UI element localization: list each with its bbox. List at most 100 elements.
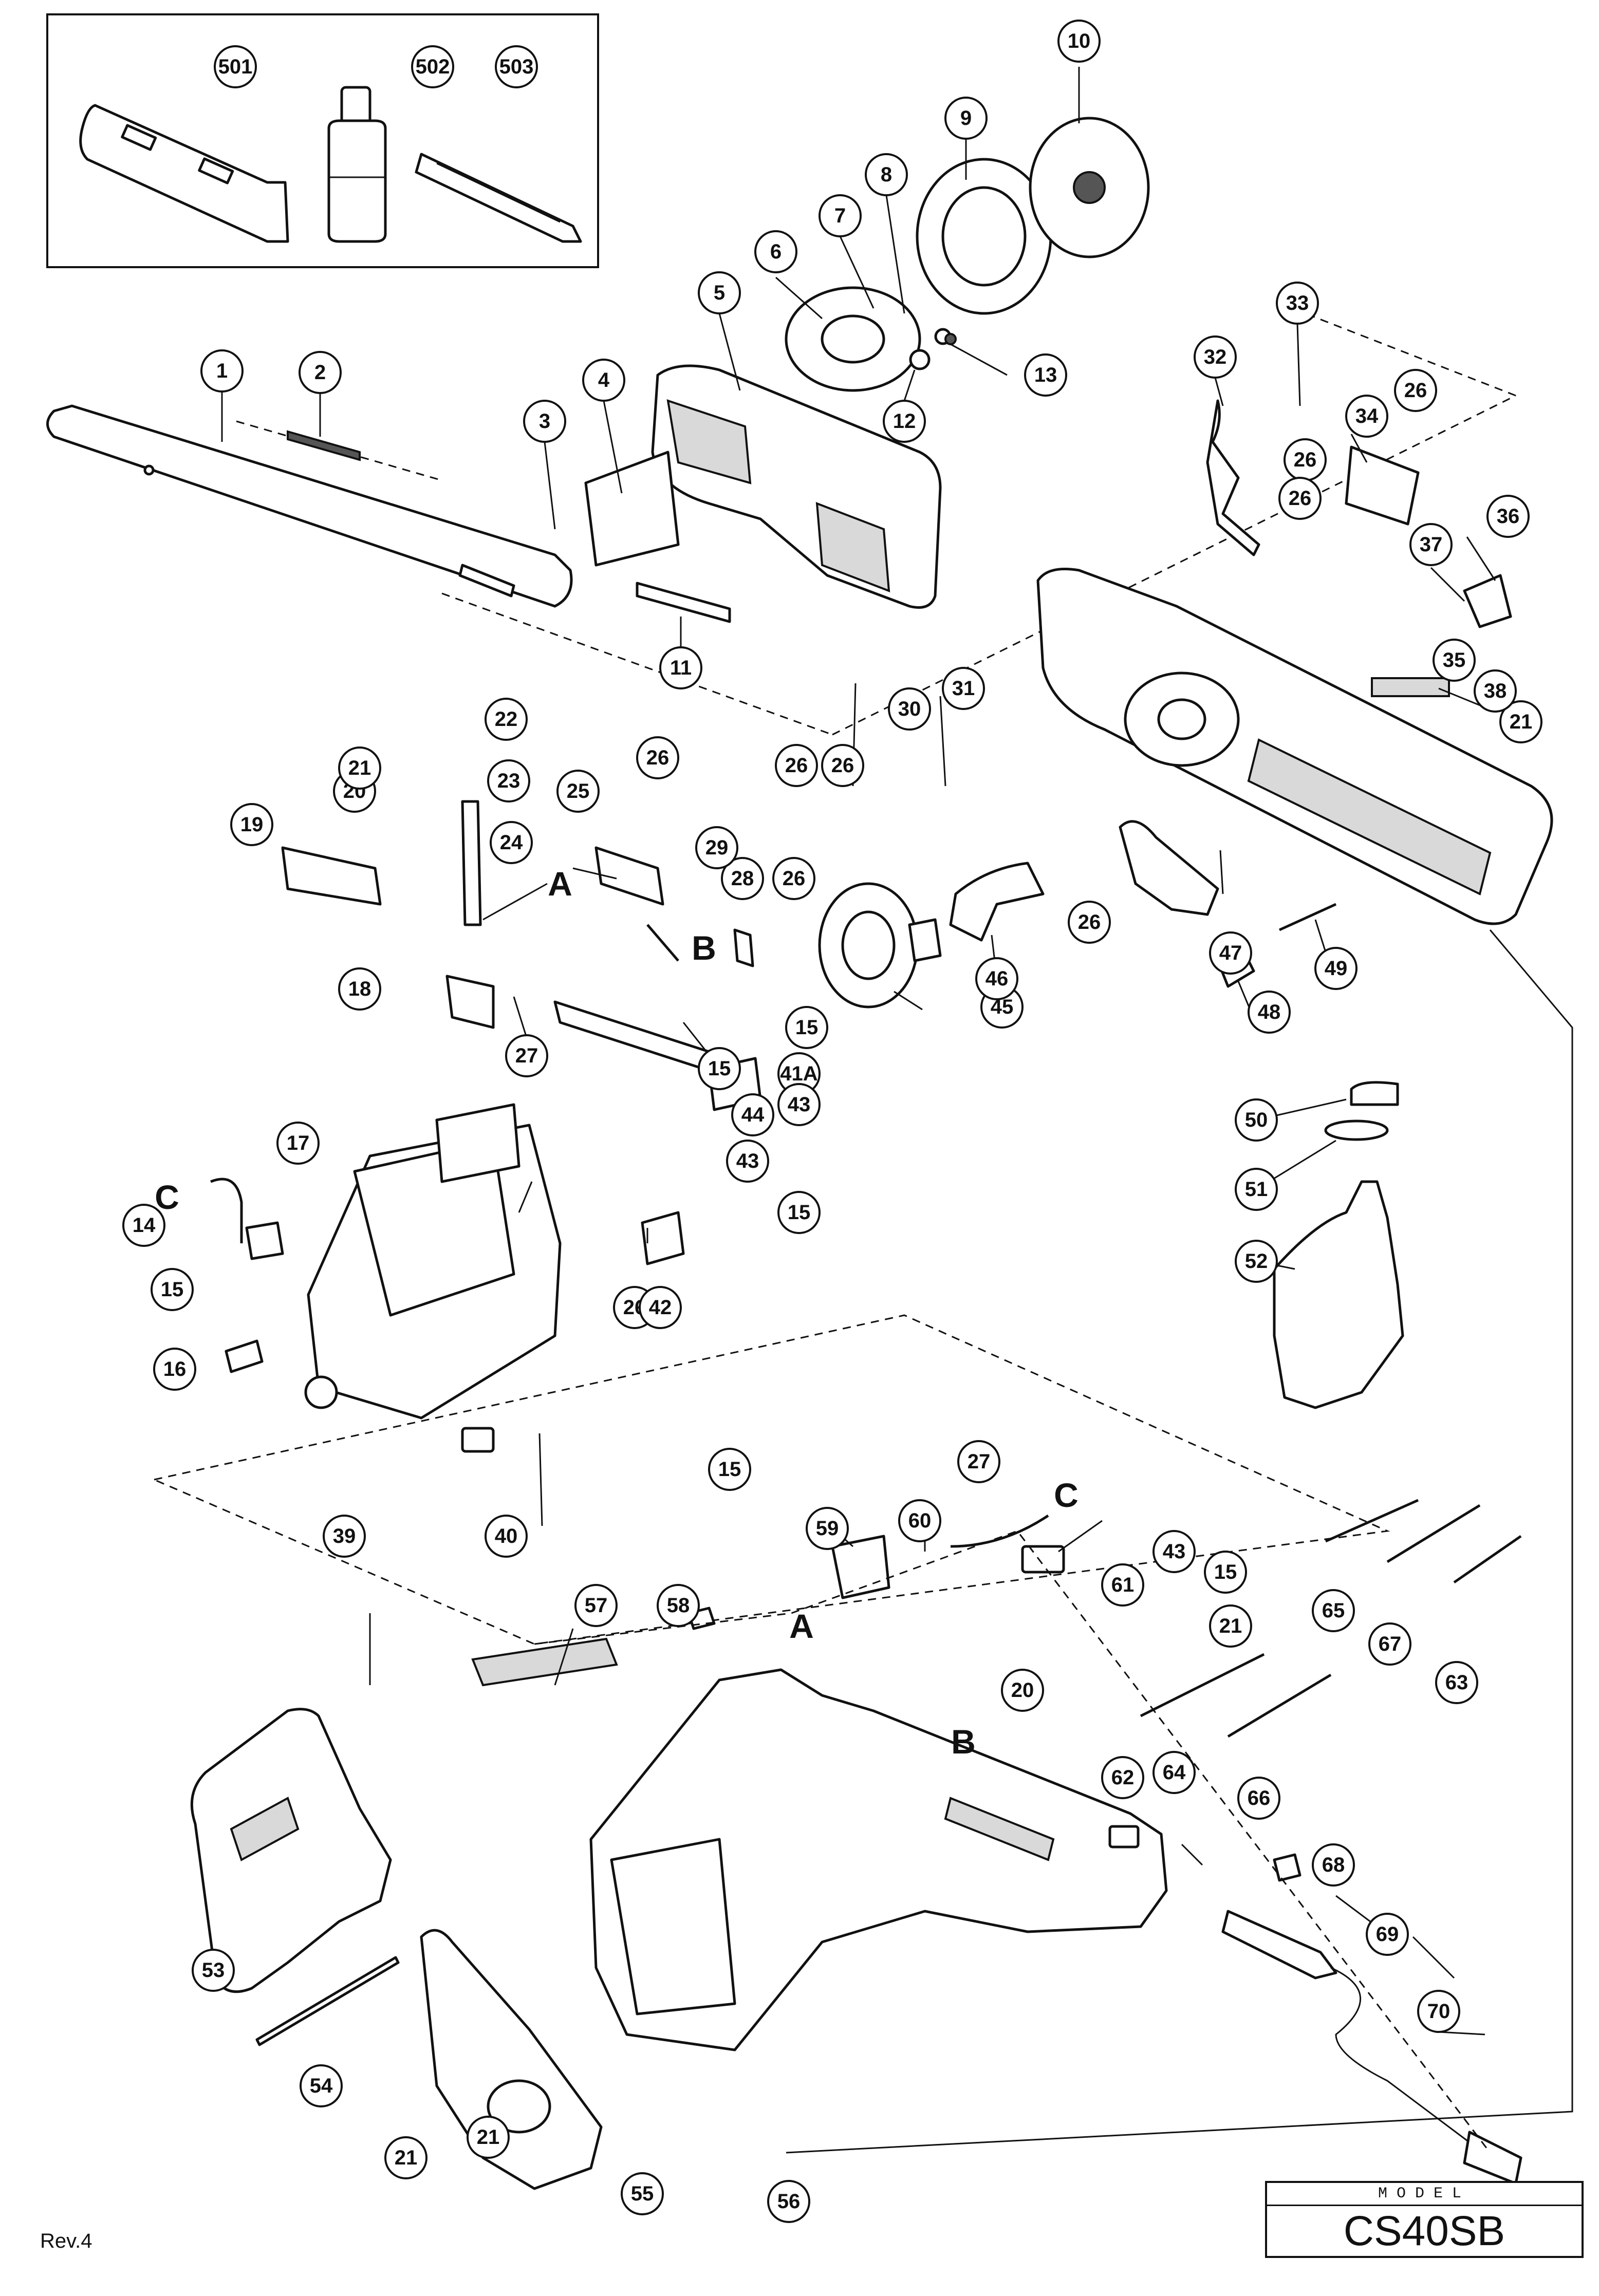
- part-callout-63: 63: [1435, 1661, 1478, 1704]
- part-callout-21: 21: [1209, 1604, 1252, 1648]
- cord-clamp: [1273, 1853, 1301, 1882]
- part-callout-8-label: 8: [881, 163, 892, 186]
- part-callout-6-label: 6: [770, 240, 782, 263]
- wire-64: [1140, 1653, 1265, 1718]
- part-callout-26-label: 26: [1294, 449, 1317, 471]
- part-callout-15: 15: [698, 1047, 741, 1090]
- part-callout-13-label: 13: [1034, 364, 1057, 386]
- part-callout-26: 26: [636, 736, 679, 779]
- part-callout-27: 27: [957, 1440, 1000, 1483]
- part-callout-65-label: 65: [1322, 1599, 1345, 1622]
- part-callout-53: 53: [192, 1949, 235, 1992]
- part-callout-13: 13: [1024, 353, 1067, 397]
- part-callout-21: 21: [338, 746, 381, 790]
- hose-c-lower: [950, 1514, 1049, 1548]
- part-callout-63-label: 63: [1445, 1671, 1468, 1694]
- part-callout-27: 27: [505, 1034, 548, 1077]
- part-callout-53-label: 53: [202, 1959, 225, 1982]
- part-callout-66-label: 66: [1248, 1787, 1271, 1809]
- part-callout-21-label: 21: [1219, 1615, 1242, 1637]
- part-callout-43-label: 43: [1163, 1540, 1186, 1563]
- part-callout-59: 59: [806, 1507, 849, 1550]
- part-callout-36: 36: [1486, 495, 1530, 538]
- model-number: CS40SB: [1343, 2208, 1505, 2254]
- wire-63: [1453, 1535, 1522, 1584]
- part-callout-9-label: 9: [960, 107, 972, 129]
- guide-bar: [46, 404, 573, 608]
- part-callout-26: 26: [1068, 901, 1111, 944]
- section-letter-a: A: [789, 1607, 814, 1645]
- part-callout-62-label: 62: [1111, 1766, 1135, 1789]
- armature: [818, 882, 942, 1009]
- part-callout-50: 50: [1235, 1098, 1278, 1142]
- part-callout-15: 15: [151, 1268, 194, 1311]
- rear-cover: [420, 1929, 603, 2190]
- part-callout-22-label: 22: [495, 708, 518, 731]
- part-callout-3: 3: [523, 400, 566, 443]
- housing-half: [1036, 568, 1553, 925]
- chain-tool-accessory: [415, 153, 582, 243]
- part-callout-5: 5: [698, 271, 741, 314]
- part-callout-51-label: 51: [1245, 1178, 1268, 1201]
- part-callout-17: 17: [276, 1122, 320, 1165]
- part-callout-32-label: 32: [1204, 346, 1227, 368]
- guide-bar-accessory: [79, 104, 289, 243]
- part-callout-26-label: 26: [1078, 911, 1101, 934]
- trigger-lock: [1119, 820, 1219, 916]
- part-callout-37-label: 37: [1420, 533, 1443, 556]
- fan-guide: [949, 862, 1045, 942]
- part-callout-65: 65: [1312, 1589, 1355, 1632]
- fitting-14: [245, 1221, 284, 1260]
- front-handle: [190, 1708, 392, 1993]
- part-callout-2-label: 2: [314, 361, 326, 384]
- part-callout-1: 1: [200, 349, 244, 393]
- wire-67: [1386, 1504, 1481, 1563]
- main-housing: [589, 1668, 1168, 2051]
- part-callout-21-label: 21: [395, 2146, 418, 2169]
- part-callout-56: 56: [767, 2180, 810, 2223]
- part-callout-23-label: 23: [497, 770, 520, 792]
- part-callout-46: 46: [975, 957, 1018, 1000]
- part-callout-31-label: 31: [952, 677, 975, 700]
- power-cord: [1221, 1910, 1522, 2185]
- part-callout-70-label: 70: [1427, 2000, 1451, 2023]
- part-callout-49-label: 49: [1325, 957, 1348, 980]
- lock-rod: [461, 800, 482, 926]
- part-callout-70: 70: [1417, 1990, 1460, 2033]
- part-callout-54: 54: [300, 2064, 343, 2107]
- accessory-callout-502: 502: [411, 45, 454, 88]
- part-callout-61: 61: [1101, 1563, 1144, 1607]
- part-callout-26: 26: [1278, 477, 1322, 520]
- part-callout-15-label: 15: [161, 1278, 184, 1301]
- part-callout-39-label: 39: [333, 1525, 356, 1547]
- part-callout-60-label: 60: [908, 1509, 932, 1532]
- part-callout-10: 10: [1057, 20, 1101, 63]
- part-callout-43: 43: [1152, 1530, 1196, 1573]
- tensioner-screw: [636, 582, 731, 623]
- part-callout-21: 21: [1499, 700, 1542, 743]
- accessory-callout-503: 503: [495, 45, 538, 88]
- oil-tank: [1273, 1081, 1404, 1409]
- part-callout-14: 14: [122, 1204, 165, 1247]
- part-callout-67-label: 67: [1379, 1633, 1402, 1655]
- part-callout-46-label: 46: [986, 967, 1009, 990]
- part-callout-15-label: 15: [708, 1057, 731, 1080]
- section-letter-a: A: [548, 865, 572, 903]
- part-callout-2: 2: [299, 351, 342, 394]
- part-callout-27-label: 27: [968, 1450, 991, 1473]
- part-callout-24: 24: [490, 821, 533, 864]
- part-callout-18: 18: [338, 967, 381, 1011]
- part-callout-69-label: 69: [1376, 1923, 1399, 1946]
- accessories-box: [46, 13, 599, 268]
- revision-label: Rev.4: [40, 2230, 92, 2252]
- connector-62: [1108, 1825, 1140, 1849]
- part-callout-42: 42: [639, 1286, 682, 1329]
- part-callout-15-label: 15: [718, 1458, 741, 1481]
- component-61: [1021, 1545, 1065, 1574]
- hose-c: [210, 1178, 243, 1243]
- part-callout-21-label: 21: [1510, 711, 1533, 733]
- chain-catcher: [1345, 445, 1420, 526]
- part-callout-16: 16: [153, 1348, 196, 1391]
- part-callout-21-label: 21: [477, 2126, 500, 2149]
